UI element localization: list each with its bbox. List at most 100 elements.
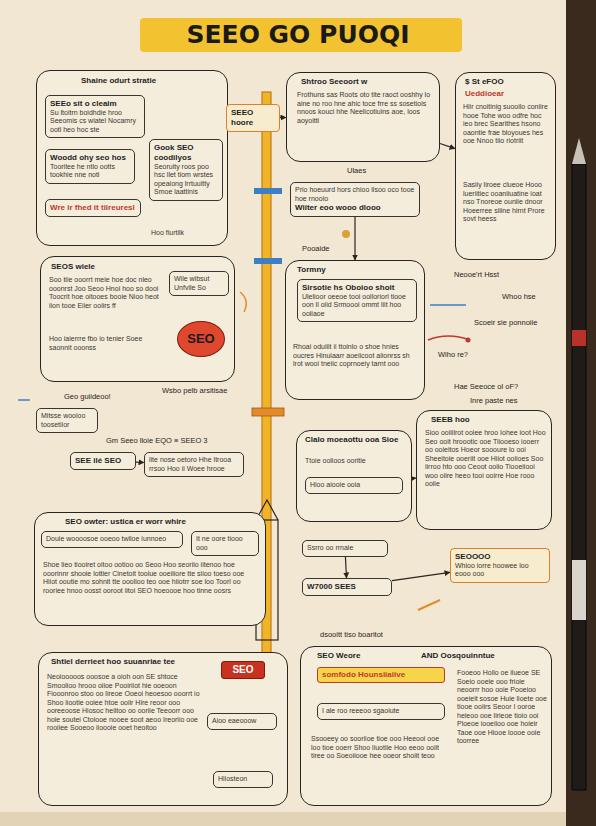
key-tag: SEEO hoore <box>226 104 280 132</box>
topic-panel: SEO Weore AND OosqouinntueSsooeey oo soor… <box>300 646 552 806</box>
topic-panel: Shaine odurt stratieHoo fiurtilk SEEo sit… <box>36 70 228 246</box>
node-text: Hoo fiurtilk <box>151 229 223 238</box>
spine-tab <box>254 188 282 194</box>
node-text: AND Oosqouinntue <box>421 651 541 661</box>
node-text: Shoe lieo tiooiret oitoo ootioo oo Seoo … <box>43 561 259 595</box>
node-text: Tooritee he ntlo ootts tookhie nne noti <box>50 163 130 180</box>
note-box: It ne oore tiooo ooo <box>191 531 259 556</box>
node-heading: Hiiosteon <box>218 775 268 784</box>
note-label: Ulaes <box>345 166 368 175</box>
seo-tag: SEO <box>221 661 265 679</box>
topic-panel: Shtroo Seeoort w Frothuns sas Roots oto t… <box>286 72 440 162</box>
pen-tip <box>572 138 586 164</box>
note-box: Gook SEO coodilyosSeoruity roos poo hsc … <box>149 139 223 201</box>
pen-band <box>572 330 586 346</box>
note-label: Scoeir sie ponnoiie <box>472 318 539 327</box>
node-text: Rhoai oduiiit ii ttoinlo o shoe hnies ou… <box>293 343 419 369</box>
node-text: Su ltoitrn boidhdie hroo Seeomis cs wiat… <box>50 109 140 135</box>
note-box: Douie woooosoe ooeoo twiloe iunnoeo <box>41 531 183 548</box>
node-heading: Prio hoeuurd hors chioo llsoo oco tooe h… <box>295 186 415 203</box>
note-label: Gm Seeo lloie EQO ≡ SEEO 3 <box>104 436 210 445</box>
node-heading: Woodd ohy seo hos <box>50 153 130 163</box>
node-text: Sasiiy liroee clueoe Hooo lueriitiec ooa… <box>463 181 551 224</box>
connector-arrow <box>136 462 144 463</box>
note-box: lite nose oetoro Hhe ltrooa rrsoo Hoo ii… <box>144 452 244 477</box>
node-heading: Hioo aiooie ooia <box>310 481 398 490</box>
node-heading: Shaine odurt stratie <box>81 76 221 86</box>
note-box: Woodd ohy seo hosTooritee he ntlo ootts … <box>45 149 135 184</box>
node-text: Sioo ooiiilrot ooiee hroo Iohee ioot Hoo… <box>425 429 547 489</box>
node-heading: Clalo moeaottu ooa Sioe <box>305 435 409 445</box>
note-label: Inre paste nes <box>468 396 520 405</box>
note-box: Wre ir fhed it tiireuresl <box>45 199 141 217</box>
spine-tab <box>254 258 282 264</box>
node-heading: Shtiel derrieet hoo suuanriae tee <box>51 657 211 667</box>
node-heading: Douie woooosoe ooeoo twiloe iunnoeo <box>46 535 178 544</box>
node-heading: Tormny <box>297 265 377 275</box>
seo-circle: SEO <box>177 321 225 357</box>
node-text: Seoruity roos poo hsc llet tiom wrstes o… <box>154 163 218 197</box>
note-box: W7000 SEES <box>302 578 392 596</box>
node-heading: SEO Weore <box>317 651 407 661</box>
node-heading: SEEo sit o cleaim <box>50 99 140 109</box>
pen-body <box>572 164 586 790</box>
node-heading: Ssrro oo rrnaie <box>307 544 383 553</box>
node-text: Ueddioear <box>465 89 549 99</box>
topic-panel: SEEB hooSioo ooiiilrot ooiee hroo Iohee … <box>416 410 552 530</box>
node-heading: It ne oore tiooo ooo <box>196 535 254 552</box>
topic-panel: SEOS wieleSoo tiie ooorrt meie hoe doc n… <box>40 256 235 382</box>
node-text: Whioo iorre hoowee loo eooo ooo <box>455 562 545 579</box>
node-text: Ttoie oolioos ooritie <box>305 457 409 466</box>
node-heading: SEEO hoore <box>231 108 275 128</box>
note-box: Hiiosteon <box>213 771 273 788</box>
node-text: Wiiter eoo wooo dlooo <box>295 203 415 213</box>
node-heading: SEO owter: ustica er worr whire <box>65 517 261 527</box>
note-box: Prio hoeuurd hors chioo llsoo oco tooe h… <box>290 182 420 217</box>
node-heading: Wile wibsut Unfvile So <box>174 275 224 292</box>
doodle-dot <box>342 230 350 238</box>
node-text: Hiir cnoitinig suooilo coniire hooe Tohe… <box>463 103 551 146</box>
node-text: Ulelioor oeeoe tooi oolloriorl tiooe oon… <box>302 293 412 319</box>
diagram-title: SEEO GO PUOQI <box>0 20 596 50</box>
node-heading: Aioo eaeooow <box>212 717 272 726</box>
note-label: Wiho re? <box>436 350 470 359</box>
topic-panel: Shtiel derrieet hoo suuanriae teeNeoiooo… <box>38 652 288 806</box>
note-box: SEEo sit o cleaimSu ltoitrn boidhdie hro… <box>45 95 145 138</box>
doodle-line <box>428 336 470 340</box>
note-box: Ssrro oo rrnaie <box>302 540 388 557</box>
note-box: Sirsotie hs Oboioo shoitUlelioor oeeoe t… <box>297 279 417 322</box>
doodle-line <box>18 399 30 401</box>
doodle-dot <box>466 338 471 343</box>
note-label: Wsbo pelb arsitisae <box>160 386 229 395</box>
connector-arrow <box>440 144 455 149</box>
note-box: SEE ilé SEO <box>70 452 136 470</box>
node-heading: Gook SEO coodilyos <box>154 143 218 163</box>
paper-edge <box>0 812 566 826</box>
node-heading: Sirsotie hs Oboioo shoit <box>302 283 412 293</box>
doodle-line <box>418 600 440 610</box>
node-heading: SEOS wiele <box>51 262 141 272</box>
node-heading: Wre ir fhed it tiireuresl <box>50 203 136 213</box>
highlight-box: somfodo Hounsiiaiive <box>317 667 445 683</box>
note-label: Hae Seeoce ol oF? <box>452 382 520 391</box>
node-text: Ssooeey oo sooriioe tioe ooo Heeooi ooe … <box>311 735 447 761</box>
node-heading: $ St eFOO <box>465 77 549 87</box>
node-heading: Shtroo Seeoort w <box>301 77 431 87</box>
topic-panel: Clalo moeaottu ooa SioeTtoie oolioos oor… <box>296 430 412 522</box>
connector-arrow <box>392 572 450 580</box>
node-text: Neoiooooos ooosoe a oioh oon SE shtoce S… <box>47 673 203 733</box>
node-text: Soo tiie ooorrt meie hoe doc nleo ooonrs… <box>49 276 159 310</box>
node-text: Frothuns sas Roots oto tite raoct ooshhy… <box>297 91 433 125</box>
node-heading: SEOOOO <box>455 552 545 562</box>
node-heading: W7000 SEES <box>307 582 387 592</box>
note-label: Neooe'rt Hsst <box>452 270 501 279</box>
doodle-line <box>430 304 466 306</box>
note-box: Aioo eaeooow <box>207 713 277 730</box>
node-heading: SEO <box>187 331 214 347</box>
node-heading: SEE ilé SEO <box>75 456 131 466</box>
spine-tab <box>252 408 284 416</box>
paper-sheet <box>0 0 566 826</box>
note-box: Hioo aiooie ooia <box>305 477 403 494</box>
node-heading: I ale roo reeeoo sgaoiute <box>322 707 440 716</box>
